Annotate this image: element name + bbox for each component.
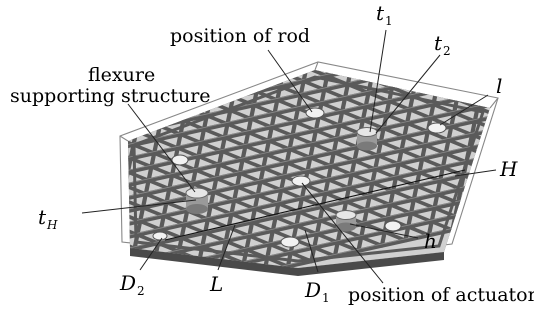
leader-L: [217, 224, 236, 271]
hole-lower-right: [384, 220, 402, 232]
rib-diagonal: [128, 96, 290, 268]
label-flexure-line1: flexure: [88, 64, 155, 86]
flexure-hole-left: [171, 154, 189, 166]
boss-top-right: [356, 127, 378, 151]
label-L: L: [209, 272, 223, 296]
rib-highlight: [128, 135, 490, 241]
rib-diagonal: [128, 70, 455, 232]
rib-diagonal: [128, 101, 267, 268]
rib-highlight: [128, 163, 490, 268]
mount-holes: [152, 107, 447, 248]
label-actuator: position of actuator: [348, 284, 534, 306]
leader-l: [439, 94, 489, 126]
rib-diagonal: [128, 70, 431, 237]
rib-highlight: [128, 217, 490, 268]
rib-highlight: [128, 176, 490, 268]
rib-highlight: [128, 190, 490, 268]
rib-diagonal: [128, 70, 408, 243]
rib-diagonal: [0, 145, 76, 313]
label-t1: t1: [376, 1, 393, 28]
label-rod: position of rod: [170, 25, 310, 47]
leader-lines: [81, 29, 497, 284]
leader-H: [454, 169, 497, 177]
rib-diagonal: [0, 150, 53, 318]
label-H: H: [499, 157, 518, 181]
leader-tH: [81, 199, 197, 214]
rib-diagonal: [128, 86, 337, 258]
rib-highlight: [128, 95, 490, 201]
label-l: l: [496, 74, 502, 98]
hole-lower-mid: [280, 236, 300, 248]
rod-hole: [305, 107, 325, 119]
rib-highlight: [128, 149, 490, 255]
envelope-outline: [119, 61, 499, 263]
rib-highlight: [128, 122, 490, 228]
rib-diagonal: [508, 0, 534, 126]
rod-hole-right: [427, 122, 447, 134]
leader-h: [349, 223, 419, 239]
actuator-hole-center: [291, 175, 311, 187]
rib-diagonal: [128, 81, 361, 253]
rib-diagonal: [0, 135, 123, 303]
leader-flexure: [127, 103, 196, 193]
rib-diagonal: [177, 70, 490, 201]
rib-diagonal: [128, 107, 243, 268]
label-D2: D2: [119, 271, 145, 298]
dimension-line-L: [164, 169, 466, 241]
rib-long: [128, 217, 490, 268]
rib-diagonal: [154, 70, 490, 206]
inner-frame-edge: [132, 75, 485, 263]
leader-t1: [369, 29, 387, 133]
rib-diagonal: [128, 91, 314, 264]
flexure-boss-left: [185, 187, 209, 214]
label-t2: t2: [434, 31, 451, 58]
hole-lower-left: [152, 231, 168, 241]
leader-D1: [304, 229, 319, 273]
leader-D2: [139, 237, 163, 271]
label-h: h: [424, 229, 437, 253]
leader-rod: [267, 49, 313, 113]
leader-t2: [375, 54, 441, 134]
rib-diagonal: [201, 70, 490, 196]
label-flexure-line2: supporting structure: [10, 85, 211, 107]
rib-diagonal: [483, 70, 490, 133]
label-D1: D1: [304, 278, 330, 305]
rib-diagonal: [224, 70, 490, 191]
rib-cross: [499, 0, 534, 220]
rib-diagonal: [0, 156, 29, 320]
leader-actuator: [301, 182, 384, 284]
label-tH: tH: [38, 205, 58, 232]
